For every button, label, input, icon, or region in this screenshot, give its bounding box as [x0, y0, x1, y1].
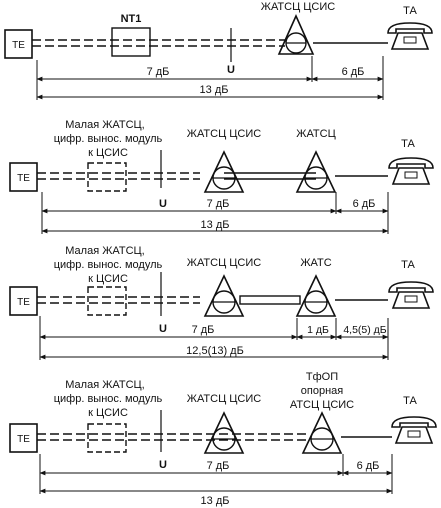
ta-label: ТА — [403, 5, 417, 17]
telephone-icon — [388, 157, 434, 185]
exchange-triangle — [203, 150, 245, 193]
loss-left-label: 7 дБ — [147, 66, 170, 78]
panel-2: Малая ЖАТСЦ, цифр. вынос. модуль к ЦСИС … — [9, 119, 434, 234]
exchange2-label: ЖАТС — [300, 257, 331, 269]
exchange-label: ЖАТСЦ ЦСИС — [187, 393, 261, 405]
remote-module-box — [87, 423, 127, 453]
panel-4: Малая ЖАТСЦ, цифр. вынос. модуль к ЦСИС … — [9, 371, 437, 507]
ta-label: ТА — [403, 395, 417, 407]
nt1-label: NT1 — [121, 13, 142, 25]
te-box — [9, 286, 38, 316]
u-label: U — [159, 198, 167, 210]
exchange2-label: ЖАТСЦ — [296, 128, 335, 140]
remote-module-box — [87, 286, 127, 316]
u-label: U — [159, 459, 167, 471]
analog-trunk-box — [239, 295, 301, 305]
telephone-icon — [391, 416, 437, 444]
module-label-line3: к ЦСИС — [88, 147, 128, 159]
module-label-line2: цифр. вынос. модуль — [54, 393, 163, 405]
exchange-label: ЖАТСЦ ЦСИС — [187, 257, 261, 269]
te-label: TE — [12, 40, 25, 51]
exchange2-triangle — [301, 411, 343, 454]
panel-3: Малая ЖАТСЦ, цифр. вынос. модуль к ЦСИС … — [9, 245, 434, 360]
exchange-label: ЖАТСЦ ЦСИС — [187, 128, 261, 140]
exchange2-label-line2: опорная — [301, 385, 344, 397]
te-label: TE — [17, 173, 30, 184]
module-label-line1: Малая ЖАТСЦ, — [65, 379, 144, 391]
loss-right-label: 6 дБ — [342, 66, 365, 78]
total-loss-label: 12,5(13) дБ — [186, 345, 244, 357]
exchange2-label-line3: АТСЦ ЦСИС — [290, 399, 354, 411]
loss-right-label: 6 дБ — [353, 198, 376, 210]
nt1-box — [111, 27, 151, 57]
u-label: U — [227, 64, 235, 76]
loss-left-label: 7 дБ — [192, 324, 215, 336]
te-label: TE — [17, 297, 30, 308]
total-loss-label: 13 дБ — [200, 84, 229, 96]
module-label-line2: цифр. вынос. модуль — [54, 133, 163, 145]
loss-right-label: 6 дБ — [357, 460, 380, 472]
exchange-triangle — [277, 14, 315, 55]
exchange-triangle — [203, 411, 245, 454]
te-box — [9, 162, 38, 192]
panel-1: TE NT1 U ЖАТСЦ ЦСИС ТА 7 дБ 6 дБ 13 дБ — [4, 1, 433, 100]
ta-label: ТА — [401, 259, 415, 271]
module-label-line1: Малая ЖАТСЦ, — [65, 245, 144, 257]
exchange-label: ЖАТСЦ ЦСИС — [261, 1, 335, 13]
total-loss-label: 13 дБ — [201, 495, 230, 507]
u-label: U — [159, 323, 167, 335]
te-label: TE — [17, 434, 30, 445]
ta-label: ТА — [401, 138, 415, 150]
exchange2-triangle — [295, 274, 337, 317]
module-label-line1: Малая ЖАТСЦ, — [65, 119, 144, 131]
module-label-line3: к ЦСИС — [88, 407, 128, 419]
telephone-icon — [387, 22, 433, 50]
total-loss-label: 13 дБ — [201, 219, 230, 231]
loss-left-label: 7 дБ — [207, 198, 230, 210]
loss-right-label: 4,5(5) дБ — [343, 324, 386, 336]
te-box — [4, 29, 33, 59]
module-label-line2: цифр. вынос. модуль — [54, 259, 163, 271]
exchange2-label-line1: ТфОП — [306, 371, 338, 383]
loss-mid-label: 1 дБ — [307, 324, 329, 336]
telephone-icon — [388, 281, 434, 309]
loss-left-label: 7 дБ — [207, 460, 230, 472]
module-label-line3: к ЦСИС — [88, 273, 128, 285]
exchange-triangle — [203, 274, 245, 317]
te-box — [9, 423, 38, 453]
remote-module-box — [87, 162, 127, 192]
exchange2-triangle — [295, 150, 337, 193]
